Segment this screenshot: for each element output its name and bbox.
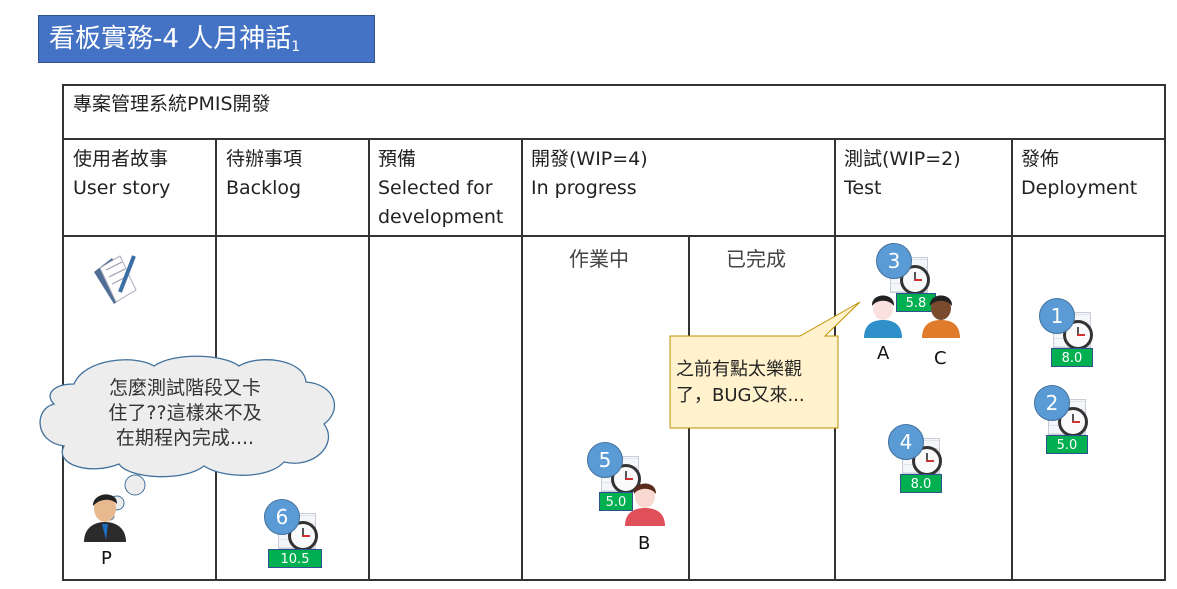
divider [1011, 138, 1013, 580]
task-number: 2 [1034, 385, 1070, 421]
slide-title: 看板實務-4 人月神話1 [38, 15, 375, 63]
task-estimate: 8.0 [900, 474, 942, 493]
person-c-label: C [934, 348, 947, 369]
divider [368, 138, 370, 580]
callout-box [669, 301, 861, 429]
task-number: 4 [888, 424, 924, 460]
person-c-icon [922, 295, 960, 338]
divider [521, 138, 523, 580]
task-number: 3 [876, 243, 912, 279]
subcolumn-doing: 作業中 [569, 247, 629, 271]
subcolumn-done: 已完成 [726, 247, 786, 271]
task-number: 6 [264, 499, 300, 535]
divider [62, 84, 1166, 86]
callout-text: 之前有點太樂觀了，BUG又來... [676, 359, 805, 406]
person-p-label: P [101, 548, 112, 569]
person-a-icon [864, 295, 902, 338]
task-estimate: 5.8 [896, 293, 936, 312]
task-estimate: 5.0 [1046, 435, 1088, 454]
divider [62, 579, 1166, 581]
task-estimate: 5.0 [599, 492, 633, 511]
task-estimate: 10.5 [268, 549, 322, 568]
title-suffix: 1 [291, 39, 301, 55]
divider [62, 84, 64, 581]
task-number: 5 [587, 442, 623, 478]
thought-text: 怎麼測試階段又卡住了??這樣來不及在期程內完成.... [108, 377, 262, 449]
person-b-label: B [638, 533, 651, 554]
person-b-icon [625, 483, 665, 526]
notepad-icon [94, 255, 137, 304]
project-name: 專案管理系統PMIS開發 [73, 93, 271, 115]
manager-avatar-icon [84, 494, 126, 542]
divider [62, 235, 1166, 237]
task-number: 1 [1039, 298, 1075, 334]
column-header-in-progress: 開發(WIP=4)In progress [531, 148, 648, 199]
title-text: 看板實務-4 人月神話 [49, 24, 292, 54]
task-estimate: 8.0 [1051, 348, 1093, 367]
divider [62, 138, 1166, 140]
column-header-test: 測試(WIP=2)Test [844, 148, 961, 199]
person-a-label: A [877, 343, 890, 364]
divider [1164, 84, 1166, 581]
